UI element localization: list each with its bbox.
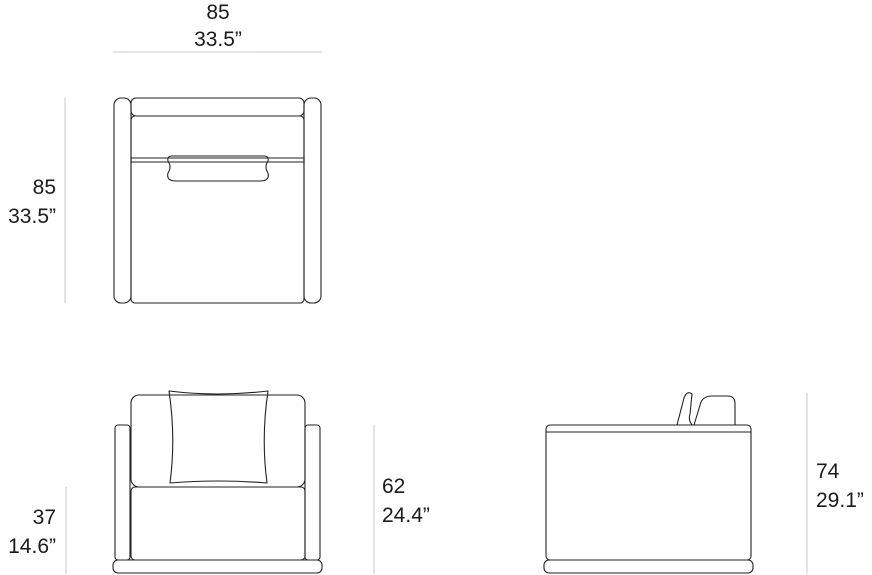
top-left-arm	[113, 97, 132, 304]
top-depth-in-label: 33.5”	[8, 205, 56, 228]
top-right-arm	[303, 97, 322, 304]
front-base-plinth	[112, 559, 323, 574]
top-depth-cm-label: 85	[32, 176, 56, 199]
top-seat-cushion	[130, 115, 305, 304]
seat-height-cm-label: 37	[32, 506, 56, 529]
top-back-bolster	[130, 157, 305, 163]
side-view	[543, 392, 808, 575]
side-throw-pillow	[693, 395, 736, 426]
side-height-in-label: 29.1”	[816, 489, 864, 512]
side-body	[545, 424, 752, 561]
top-back-cushion	[130, 97, 305, 117]
front-back-cushion	[130, 394, 306, 488]
front-right-arm	[304, 424, 321, 561]
seat-height-in-label: 14.6”	[8, 535, 56, 558]
top-throw-pillow	[167, 155, 269, 182]
arm-height-in-label: 24.4”	[382, 504, 430, 527]
side-back-cushion	[676, 392, 693, 426]
front-throw-pillow	[168, 390, 269, 484]
top-width-cm-label: 85	[206, 1, 230, 24]
top-width-in-label: 33.5”	[194, 28, 242, 51]
front-left-arm	[114, 424, 131, 561]
top-view	[64, 51, 323, 304]
side-height-cm-label: 74	[816, 460, 840, 483]
arm-height-cm-label: 62	[382, 475, 406, 498]
front-seat-cushion	[130, 486, 306, 561]
side-base-plinth	[543, 559, 754, 574]
front-view	[65, 390, 375, 575]
